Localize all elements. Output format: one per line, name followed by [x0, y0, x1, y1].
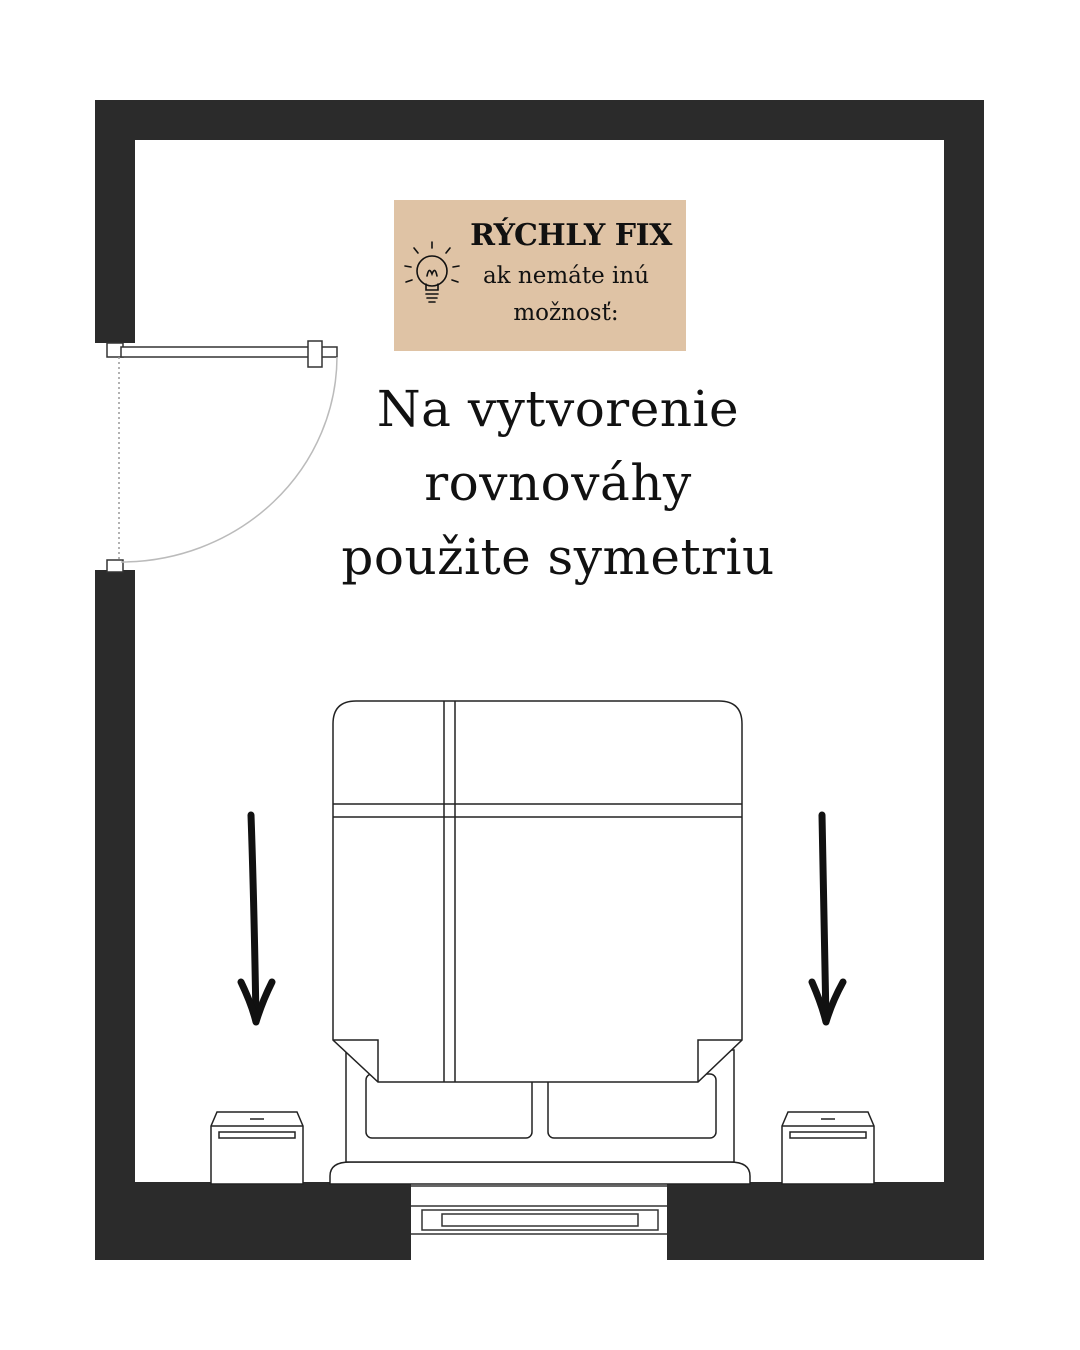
tip-title: RÝCHLY FIX	[470, 218, 672, 253]
ray-l	[404, 265, 412, 268]
wall-left-upper	[95, 100, 135, 343]
headline-line2: rovnováhy	[424, 454, 692, 512]
bulb-glass	[416, 255, 448, 287]
ray-r	[452, 265, 460, 268]
pillow-right	[547, 1073, 717, 1139]
wall-left-lower	[95, 570, 135, 1260]
tip-subtitle-line2: možnosť:	[513, 300, 619, 326]
window	[411, 1185, 667, 1235]
arrow-left-head	[237, 978, 276, 1026]
wall-right	[944, 100, 984, 1260]
nightstand-left	[210, 1111, 304, 1185]
arrow-down-right-icon	[808, 811, 847, 1026]
door-handle	[307, 340, 323, 368]
door-jamb-bottom	[106, 559, 124, 573]
bulb-neck	[425, 283, 439, 291]
wall-bottom-right	[667, 1182, 984, 1260]
arrow-left-shaft	[247, 811, 260, 1024]
pillow-left	[365, 1073, 533, 1139]
blanket-fold-right	[697, 1039, 742, 1082]
tip-subtitle-line1: ak nemáte inú	[482, 263, 650, 289]
arrow-down-left-icon	[237, 811, 276, 1026]
headline: Na vytvorenie rovnováhy použite symetriu	[300, 372, 816, 594]
blanket-fold-left	[333, 1039, 379, 1082]
door-swing-arc	[120, 356, 338, 563]
nightstand-right	[781, 1111, 875, 1185]
wall-bottom-left	[95, 1182, 411, 1260]
headline-line3: použite symetriu	[341, 528, 775, 586]
bed-headboard	[329, 1161, 751, 1185]
door-leaf	[120, 346, 338, 358]
tip-subtitle: ak nemáte inú možnosť:	[464, 258, 668, 332]
bed-blanket	[332, 700, 743, 1083]
ray-bl	[405, 279, 413, 283]
nightstand-right-drawer	[789, 1131, 867, 1139]
ray-tr	[445, 247, 451, 254]
nightstand-right-body	[781, 1111, 875, 1185]
headline-line1: Na vytvorenie	[376, 380, 740, 438]
arrow-right-shaft	[818, 811, 830, 1024]
ray-br	[451, 279, 459, 283]
nightstand-left-drawer	[218, 1131, 296, 1139]
arrow-right-head	[808, 978, 847, 1026]
tip-callout: RÝCHLY FIX ak nemáte inú možnosť:	[394, 200, 686, 351]
wall-top	[95, 100, 984, 140]
walls	[95, 100, 984, 1260]
door	[106, 340, 338, 573]
nightstand-left-body	[210, 1111, 304, 1185]
bulb-filament	[426, 269, 438, 277]
bed	[329, 700, 751, 1185]
window-sash	[441, 1213, 639, 1227]
lightbulb-icon	[404, 241, 460, 303]
ray-tl	[413, 247, 419, 254]
